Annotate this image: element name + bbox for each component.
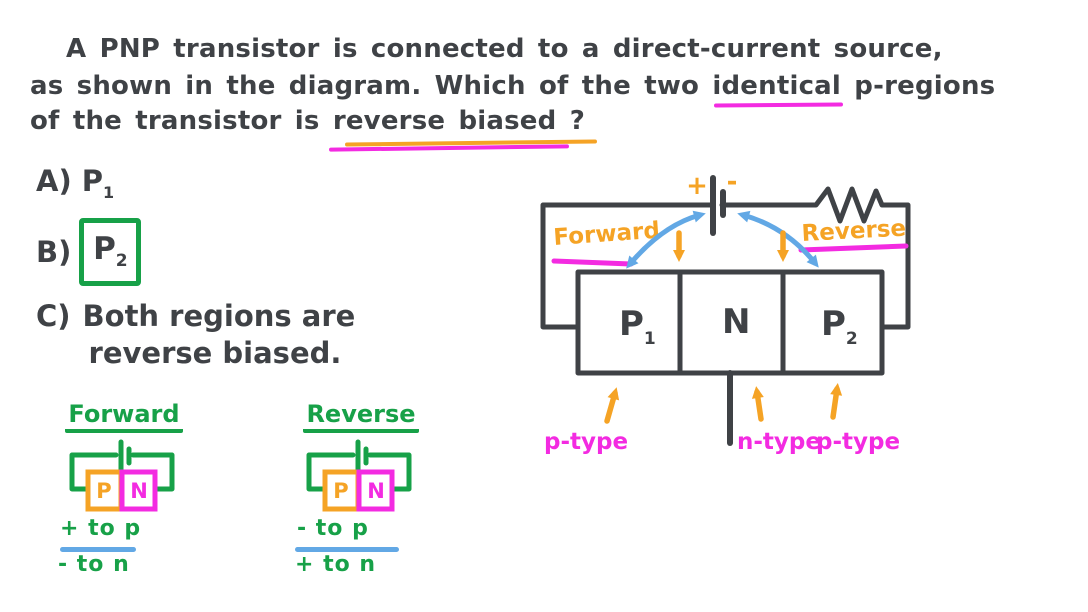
n-letter: N — [130, 479, 148, 503]
option-c-label: C) — [36, 299, 71, 333]
question-text: A PNP transistor is connected to a direc… — [66, 34, 943, 64]
region-n-label: N — [722, 302, 750, 342]
reverse-rule-top: - to p — [297, 516, 369, 541]
divider-line — [295, 547, 399, 552]
reverse-bias-title: Reverse — [303, 400, 419, 433]
n-region-box — [356, 469, 395, 512]
highlight-identical: identical — [712, 71, 842, 101]
battery-minus-sign: - — [727, 167, 738, 197]
option-a: A) P1 — [36, 164, 114, 202]
forward-bias-circuit: P N — [69, 439, 175, 512]
battery-icon: + - — [686, 167, 738, 236]
p-type-label: p-type — [816, 429, 900, 455]
battery-icon — [118, 439, 132, 473]
forward-rule-top: + to p — [60, 516, 142, 541]
question-line-1: A PNP transistor is connected to a direc… — [66, 34, 943, 64]
option-b: B) P2 — [36, 218, 142, 287]
n-letter: N — [367, 479, 385, 503]
n-region-box — [119, 469, 158, 512]
region-p1-label: P1 — [619, 304, 656, 349]
region-p2-label: P2 — [821, 304, 858, 349]
reverse-bias-circuit: P N — [306, 439, 412, 512]
reverse-bias-key: Reverse P N - to p + to n — [293, 400, 429, 594]
transistor-circuit-diagram: + - P1 N P2 Forward Reverse — [540, 167, 911, 455]
wire — [306, 452, 356, 492]
left-wire — [540, 202, 716, 330]
p-region-box — [85, 469, 124, 512]
option-b-value: P2 — [93, 231, 128, 272]
wire — [367, 452, 412, 492]
reverse-rule-bottom: + to n — [295, 552, 377, 577]
reverse-annotation: Reverse — [737, 210, 909, 268]
question-line-2: as shown in the diagram. Which of the tw… — [30, 71, 996, 101]
forward-bias-key: Forward P N + to p - to n — [56, 400, 192, 594]
forward-underline — [551, 258, 634, 267]
wire — [69, 452, 119, 492]
option-a-value: P1 — [81, 164, 115, 202]
p-letter: P — [333, 479, 348, 503]
battery-plus-sign: + — [686, 171, 708, 201]
highlight-reverse-biased: reverse biased ? — [332, 106, 585, 136]
forward-rule-bottom: - to n — [58, 552, 130, 577]
wire — [130, 452, 175, 492]
forward-bias-arrow-icon — [626, 210, 706, 269]
transistor-body: P1 N P2 — [575, 269, 885, 446]
p-type-up-arrow-icon — [604, 387, 620, 424]
n-type-up-arrow-icon — [751, 386, 764, 422]
option-a-label: A) — [36, 164, 72, 198]
reverse-label: Reverse — [801, 216, 907, 247]
p-letter: P — [96, 479, 111, 503]
region-type-labels: p-type n-type p-type — [544, 383, 900, 455]
option-b-label: B) — [36, 235, 72, 270]
n-type-label: n-type — [737, 429, 821, 455]
p-type-label: p-type — [544, 429, 628, 455]
p-type-up-arrow-icon — [830, 383, 843, 420]
forward-bias-title: Forward — [65, 400, 183, 433]
question-line-3: of the transistor is reverse biased ? — [30, 106, 585, 136]
reverse-underline — [798, 243, 909, 253]
divider-line — [60, 547, 136, 552]
correct-answer-box: P2 — [79, 218, 142, 287]
battery-icon — [355, 439, 369, 473]
